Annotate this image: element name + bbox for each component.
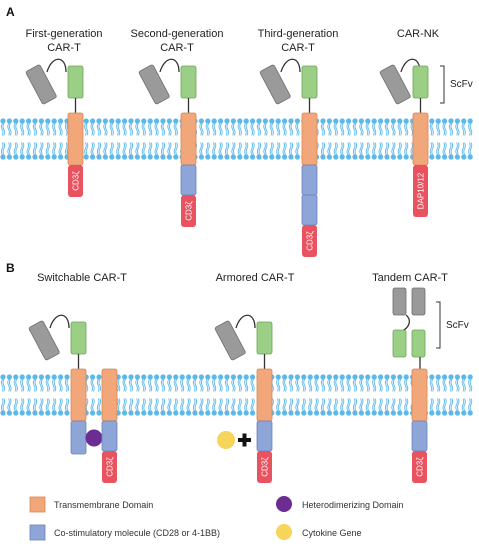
construct-switchable: CD3ζ — [28, 314, 118, 483]
scfv-green-1 — [392, 329, 407, 358]
plus-icon — [238, 433, 251, 447]
costim-domain-1 — [70, 420, 87, 455]
title-third-gen-line1: Third-generation — [258, 28, 339, 40]
scfv-light-green — [70, 321, 87, 355]
cd3z-signal — [102, 451, 117, 483]
construct-first-gen: CD3ζ — [25, 58, 84, 197]
scfv-heavy-gray — [214, 320, 246, 361]
scfv-heavy-gray — [259, 64, 291, 105]
title-car-nk: CAR-NK — [397, 28, 440, 40]
panel-a-titles: First-generation CAR-T Second-generation… — [25, 28, 439, 54]
scfv-light-green — [180, 65, 197, 99]
costim-domain — [411, 420, 428, 452]
linker — [159, 58, 180, 73]
scfv-heavy-gray — [379, 64, 411, 105]
legend: Transmembrane Domain Co-stimulatory mole… — [29, 496, 404, 541]
legend-swatch-costim — [29, 524, 46, 541]
transmembrane-domain-2 — [101, 368, 118, 422]
costim-domain — [180, 164, 197, 196]
costim-domain-2 — [101, 420, 118, 452]
scfv-label-a: ScFv — [450, 79, 473, 90]
construct-second-gen: CD3ζ — [138, 58, 197, 227]
title-tandem: Tandem CAR-T — [372, 272, 448, 284]
title-second-gen-line1: Second-generation — [131, 28, 224, 40]
linker — [49, 314, 70, 329]
cd3z-signal — [68, 165, 83, 197]
title-second-gen-line2: CAR-T — [160, 42, 194, 54]
panel-a-label: A — [6, 5, 15, 19]
scfv-label-b: ScFv — [446, 320, 469, 331]
panel-b-label: B — [6, 261, 15, 275]
transmembrane-domain — [411, 368, 428, 422]
cd3z-signal — [302, 225, 317, 257]
transmembrane-domain — [67, 112, 84, 166]
transmembrane-domain — [412, 112, 429, 166]
linker — [235, 314, 256, 329]
title-first-gen-line1: First-generation — [25, 28, 102, 40]
title-switchable: Switchable CAR-T — [37, 272, 127, 284]
transmembrane-domain — [180, 112, 197, 166]
costim-domain — [256, 420, 273, 452]
cd3z-signal — [257, 451, 272, 483]
transmembrane-domain-1 — [70, 368, 87, 422]
cd3z-label: CD3ζ — [416, 457, 425, 477]
cd3z-label: CD3ζ — [261, 457, 270, 477]
linker-1 — [399, 314, 411, 333]
cd3z-signal — [181, 195, 196, 227]
dap-signal — [413, 165, 428, 217]
dap-label: DAP10/12 — [417, 172, 426, 209]
construct-armored: CD3ζ — [214, 314, 273, 483]
scfv-gray-1 — [392, 287, 407, 316]
cytokine-gene — [217, 431, 235, 449]
heterodimerizing-domain — [85, 429, 103, 447]
legend-heterodimerizing: Heterodimerizing Domain — [302, 500, 404, 510]
costim-domain-1 — [301, 164, 318, 196]
scfv-bracket — [440, 65, 445, 104]
scfv-heavy-gray — [25, 64, 57, 105]
scfv-heavy-gray — [138, 64, 170, 105]
legend-transmembrane: Transmembrane Domain — [54, 500, 153, 510]
construct-car-nk: DAP10/12 ScFv — [379, 58, 473, 217]
scfv-light-green — [412, 65, 429, 99]
costim-domain-2 — [301, 194, 318, 226]
scfv-green-2 — [411, 329, 426, 358]
construct-third-gen: CD3ζ — [259, 58, 318, 257]
title-third-gen-line2: CAR-T — [281, 42, 315, 54]
scfv-light-green — [256, 321, 273, 355]
title-armored: Armored CAR-T — [216, 272, 295, 284]
linker — [46, 58, 67, 73]
scfv-gray-2 — [411, 287, 426, 316]
cd3z-label: CD3ζ — [72, 171, 81, 191]
cd3z-label: CD3ζ — [185, 201, 194, 221]
scfv-light-green — [67, 65, 84, 99]
scfv-bracket — [436, 301, 441, 349]
transmembrane-domain — [256, 368, 273, 422]
legend-swatch-heterodimerizing — [276, 496, 292, 512]
legend-cytokine: Cytokine Gene — [302, 528, 362, 538]
cd3z-label: CD3ζ — [306, 231, 315, 251]
construct-tandem: CD3ζ ScFv — [392, 287, 469, 483]
legend-swatch-cytokine — [276, 524, 292, 540]
linker — [280, 58, 301, 73]
scfv-heavy-gray — [28, 320, 60, 361]
scfv-light-green — [301, 65, 318, 99]
legend-swatch-transmembrane — [29, 496, 46, 513]
legend-costim: Co-stimulatory molecule (CD28 or 4-1BB) — [54, 528, 220, 538]
cd3z-label: CD3ζ — [106, 457, 115, 477]
transmembrane-domain — [301, 112, 318, 166]
title-first-gen-line2: CAR-T — [47, 42, 81, 54]
cd3z-signal — [412, 451, 427, 483]
